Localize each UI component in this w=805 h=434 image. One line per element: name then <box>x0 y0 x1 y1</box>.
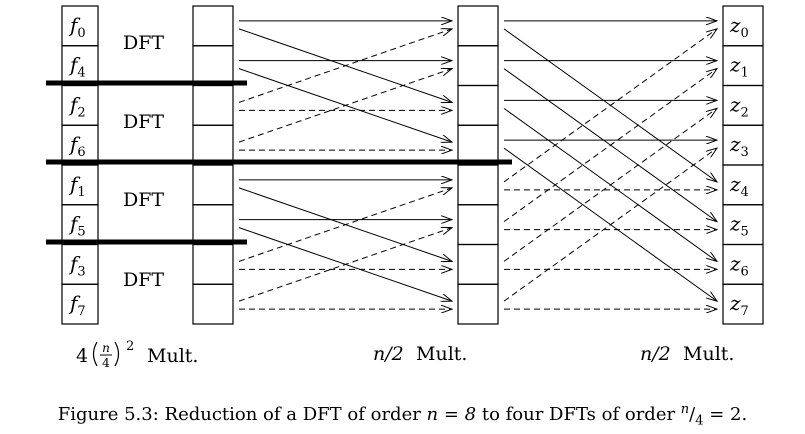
stage2-mult: Mult. <box>416 343 467 365</box>
output-label-0: z0 <box>729 13 749 41</box>
input-labels: f0 f4 f2 f6 f1 f5 f3 f7 <box>68 13 86 319</box>
stage2-cell-3 <box>457 124 499 166</box>
output-label-3: z3 <box>729 132 749 160</box>
stage1-cell-6 <box>192 243 234 285</box>
input-label-0: f0 <box>68 13 86 41</box>
stage2-cell-6 <box>457 243 499 285</box>
paren-right <box>114 341 120 367</box>
input-label-4: f1 <box>68 172 86 200</box>
input-label-2: f2 <box>68 92 86 120</box>
input-label-5: f5 <box>68 212 86 240</box>
paren-left <box>92 341 98 367</box>
stage2-column <box>457 5 499 325</box>
stage1-arrow-cross-7-5 <box>238 228 452 302</box>
stage3-math: n/2 <box>640 343 671 365</box>
stage2-arrows <box>503 21 717 309</box>
dft-label-2: DFT <box>123 111 164 133</box>
stage2-cell-0 <box>457 5 499 47</box>
stage2-cell-5 <box>457 204 499 246</box>
stage1-arrows <box>238 21 452 309</box>
stage1-arrow-cross-3-1 <box>238 69 452 143</box>
stage1-exp: 2 <box>126 339 134 354</box>
input-label-7: f7 <box>68 291 86 319</box>
stage3-label: n/2 Mult. <box>640 343 734 365</box>
caption-eq2: = 2. <box>703 404 748 425</box>
stage1-frac-den: 4 <box>102 356 110 370</box>
stage2-cell-4 <box>457 164 499 206</box>
stage2-arrow-cross-4-0 <box>503 29 717 183</box>
caption-frac-slash: / <box>689 404 696 425</box>
stage1-cell-2 <box>192 84 234 126</box>
caption-prefix: Figure 5.3: Reduction of a DFT of order <box>57 404 427 425</box>
caption-eq1: n = 8 <box>426 404 477 425</box>
output-cell-7 <box>722 283 764 325</box>
stage2-cell-7 <box>457 283 499 325</box>
output-labels: z0 z1 z2 z3 z4 z5 z6 z7 <box>729 13 749 319</box>
stage1-cell-1 <box>192 45 234 87</box>
caption-frac-num: n <box>680 402 690 417</box>
stage1-mult: Mult. <box>147 345 198 367</box>
input-label-6: f3 <box>68 251 86 279</box>
stage1-cell-4 <box>192 164 234 206</box>
dft-label-1: DFT <box>123 32 164 54</box>
stage1-cell-5 <box>192 204 234 246</box>
stage2-math: n/2 <box>373 343 404 365</box>
stage2-arrow-cross-7-3 <box>503 148 717 302</box>
figure-caption: Figure 5.3: Reduction of a DFT of order … <box>0 402 805 429</box>
stage1-arrow-cross-6-4 <box>238 188 452 262</box>
stage2-arrow-cross-5-1 <box>503 69 717 223</box>
stage2-arrow-cross-6-2 <box>503 108 717 262</box>
output-label-2: z2 <box>729 92 749 120</box>
caption-middle: to four DFTs of order <box>476 404 681 425</box>
stage1-arrow-cross-2-0 <box>238 29 452 103</box>
input-cell-7 <box>61 283 99 325</box>
output-label-1: z1 <box>729 53 749 81</box>
stage1-column <box>192 5 234 325</box>
stage1-cell-7 <box>192 283 234 325</box>
dft-label-4: DFT <box>123 269 164 291</box>
stage2-cell-1 <box>457 45 499 87</box>
stage2-label: n/2 Mult. <box>373 343 467 365</box>
dft-label-3: DFT <box>123 189 164 211</box>
stage3-mult: Mult. <box>683 343 734 365</box>
input-column <box>61 5 99 325</box>
input-label-3: f6 <box>68 132 86 160</box>
caption-frac-den: 4 <box>695 413 704 429</box>
output-column <box>722 5 764 325</box>
output-label-5: z5 <box>729 212 749 240</box>
output-label-4: z4 <box>729 172 749 200</box>
stage2-cell-2 <box>457 84 499 126</box>
stage1-label: 4 n 4 2 Mult. <box>76 339 198 370</box>
stage1-coef: 4 <box>76 345 88 367</box>
input-label-1: f4 <box>68 53 86 81</box>
output-label-7: z7 <box>729 291 749 319</box>
stage1-frac-num: n <box>102 341 110 355</box>
stage1-cell-0 <box>192 5 234 47</box>
output-label-6: z6 <box>729 251 749 279</box>
stage1-cell-3 <box>192 124 234 166</box>
